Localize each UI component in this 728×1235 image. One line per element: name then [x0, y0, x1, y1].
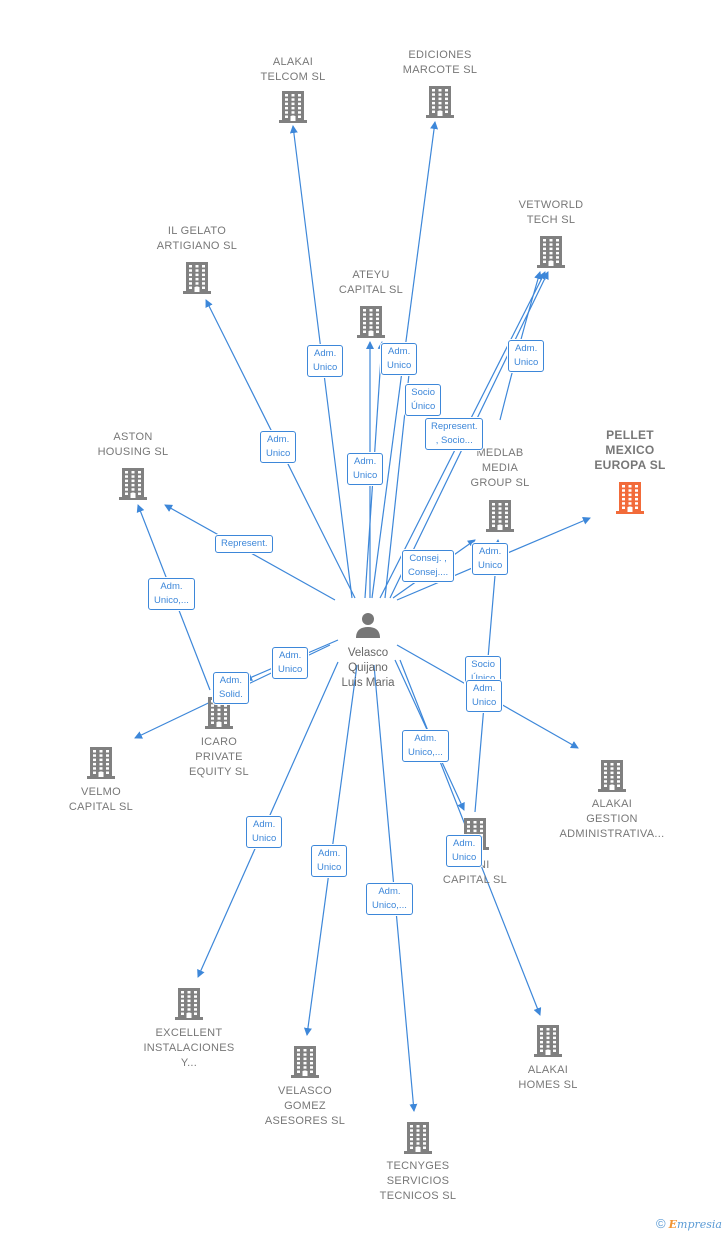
building-icon[interactable] [204, 695, 234, 729]
building-icon[interactable] [615, 480, 645, 514]
building-icon[interactable] [536, 234, 566, 268]
building-icon[interactable] [182, 260, 212, 294]
company-label-medlab_media[interactable]: MEDLAB MEDIA GROUP SL [470, 447, 530, 489]
building-icon[interactable] [597, 758, 627, 792]
building-icon[interactable] [86, 745, 116, 779]
company-label-alakai_telcom[interactable]: ALAKAI TELCOM SL [260, 56, 326, 83]
edge-label-e12[interactable]: Adm. Unico [472, 543, 509, 575]
building-icon[interactable] [485, 498, 515, 532]
edge-label-e6[interactable]: Socio Único [405, 384, 442, 416]
edge-label-e1[interactable]: Adm. Unico [307, 345, 344, 377]
edge-label-e11[interactable]: Consej. , Consej.... [402, 550, 455, 582]
building-icon[interactable] [356, 304, 386, 338]
footer-brand: ©Empresia [656, 1216, 722, 1231]
edge-label-e21[interactable]: Adm. Unico,... [366, 883, 413, 915]
person-label[interactable]: Velasco Quijano Luis Maria [341, 647, 395, 689]
edge-label-e13[interactable]: Adm. Unico [272, 647, 309, 679]
company-label-icaro_private[interactable]: ICARO PRIVATE EQUITY SL [189, 736, 249, 778]
company-label-pellet_mexico[interactable]: PELLET MEXICO EUROPA SL [594, 428, 666, 472]
edge-label-e5[interactable]: Adm. Unico [508, 340, 545, 372]
company-label-tecnyges[interactable]: TECNYGES SERVICIOS TECNICOS SL [379, 1160, 457, 1202]
edge-label-e4[interactable]: Adm. Unico [381, 343, 418, 375]
edge-label-e18[interactable]: Adm. Unico [246, 816, 283, 848]
edge-label-e7[interactable]: Represent. , Socio... [425, 418, 484, 450]
company-label-alakai_homes[interactable]: ALAKAI HOMES SL [518, 1064, 578, 1091]
company-label-ani_capital[interactable]: ...ANI CAPITAL SL [442, 859, 508, 886]
building-icon[interactable] [425, 84, 455, 118]
company-label-vetworld_tech[interactable]: VETWORLD TECH SL [518, 199, 584, 226]
company-label-ediciones_marcote[interactable]: EDICIONES MARCOTE SL [402, 49, 478, 76]
building-icon[interactable] [278, 89, 308, 123]
company-label-alakai_gestion[interactable]: ALAKAI GESTION ADMINISTRATIVA... [559, 798, 665, 840]
building-icon[interactable] [174, 986, 204, 1020]
company-label-aston_housing[interactable]: ASTON HOUSING SL [97, 431, 169, 458]
brand-initial: E [668, 1218, 678, 1231]
person-icon[interactable] [353, 610, 383, 640]
edge-label-e19[interactable]: Adm. Unico [311, 845, 348, 877]
edge-label-e2[interactable]: Adm. Unico [347, 453, 384, 485]
brand-name: mpresia [677, 1218, 722, 1231]
company-label-ateyu_capital[interactable]: ATEYU CAPITAL SL [338, 269, 404, 296]
company-label-excellent[interactable]: EXCELLENT INSTALACIONES Y... [143, 1027, 235, 1069]
edge-label-e20[interactable]: Adm. Unico [446, 835, 483, 867]
building-icon[interactable] [403, 1120, 433, 1154]
edge-label-e9[interactable]: Represent. [215, 535, 274, 553]
edge-label-e10[interactable]: Adm. Unico,... [148, 578, 195, 610]
copyright-icon: © [656, 1216, 666, 1231]
company-label-velasco_gomez[interactable]: VELASCO GOMEZ ASESORES SL [264, 1085, 346, 1127]
edge-label-e3[interactable]: Adm. Unico [260, 431, 297, 463]
building-icon[interactable] [290, 1044, 320, 1078]
company-label-velmo_capital[interactable]: VELMO CAPITAL SL [68, 786, 134, 813]
edge-label-e17[interactable]: Adm. Unico,... [402, 730, 449, 762]
building-icon[interactable] [533, 1023, 563, 1057]
edge-label-e16[interactable]: Adm. Unico [466, 680, 503, 712]
edge-label-e14[interactable]: Adm. Solid. [213, 672, 249, 704]
building-icon[interactable] [118, 466, 148, 500]
company-label-il_gelato[interactable]: IL GELATO ARTIGIANO SL [156, 225, 238, 252]
